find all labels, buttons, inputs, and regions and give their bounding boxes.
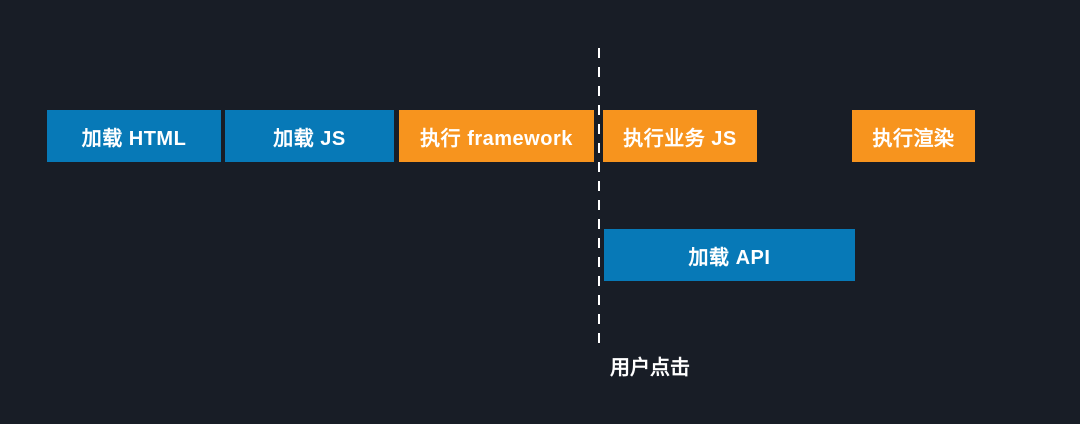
phase-block-load-api: 加载 API [604,229,855,281]
phase-block-load-js: 加载 JS [225,110,394,162]
phase-block-exec-render: 执行渲染 [852,110,975,162]
user-click-marker-line [598,48,600,344]
phase-block-exec-business-js: 执行业务 JS [603,110,757,162]
phase-block-load-html: 加载 HTML [47,110,221,162]
user-click-label: 用户点击 [610,357,690,379]
phase-block-exec-framework: 执行 framework [399,110,594,162]
